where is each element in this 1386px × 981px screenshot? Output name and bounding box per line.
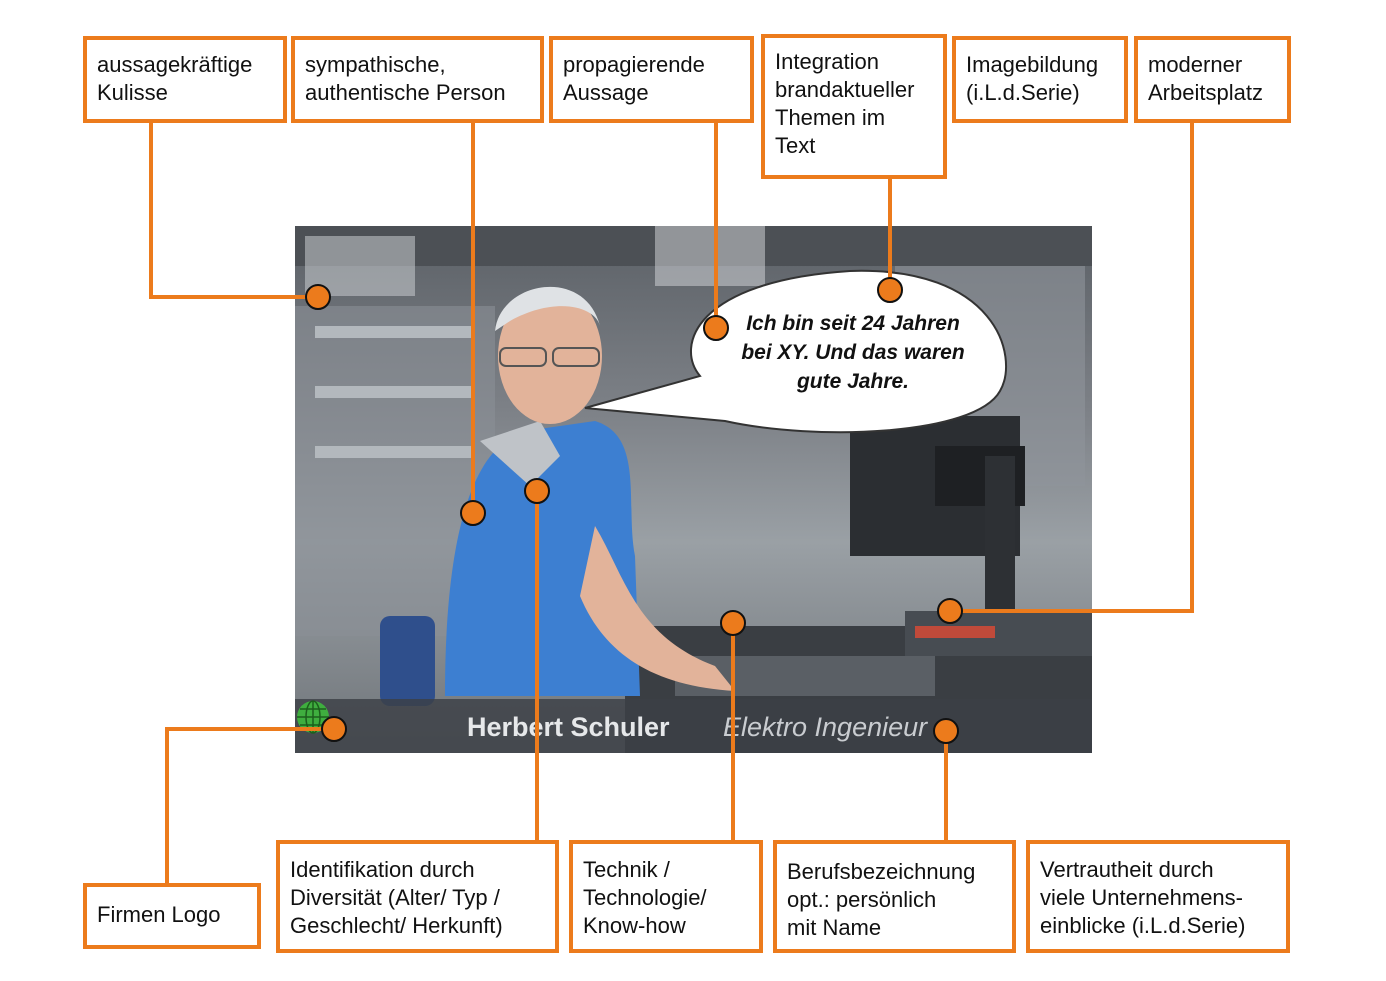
label-vertrautheit: Vertrautheit durch viele Unternehmens- e… (1026, 840, 1290, 953)
label-aussage: propagierende Aussage (549, 36, 754, 123)
marker-integration (877, 277, 903, 303)
label-integration: Integration brandaktueller Themen im Tex… (761, 34, 947, 179)
label-technik: Technik / Technologie/ Know-how (569, 840, 763, 953)
label-kulisse: aussagekräftige Kulisse (83, 36, 287, 123)
marker-beruf (933, 718, 959, 744)
connector-kulisse (149, 120, 318, 299)
label-identifikation: Identifikation durch Diversität (Alter/ … (276, 840, 559, 953)
marker-aussage (703, 315, 729, 341)
label-imagebildung: Imagebildung (i.L.d.Serie) (952, 36, 1128, 123)
marker-technik (720, 610, 746, 636)
marker-arbeitsplatz (937, 598, 963, 624)
label-beruf: Berufsbezeichnung opt.: persönlich mit N… (773, 840, 1016, 953)
speech-bubble-text: Ich bin seit 24 Jahren bei XY. Und das w… (741, 312, 965, 393)
label-arbeitsplatz: moderner Arbeitsplatz (1134, 36, 1291, 123)
person-name: Herbert Schuler (467, 712, 670, 742)
employee-photo: Herbert Schuler Elektro Ingenieur (295, 226, 1092, 753)
connector-logo (165, 727, 334, 886)
caption-bar: Herbert Schuler Elektro Ingenieur (295, 699, 1092, 753)
marker-kulisse (305, 284, 331, 310)
connector-arbeitsplatz (950, 120, 1194, 613)
marker-person (460, 500, 486, 526)
job-title: Elektro Ingenieur (723, 712, 928, 742)
marker-identifikation (524, 478, 550, 504)
marker-logo (321, 716, 347, 742)
label-logo: Firmen Logo (83, 883, 261, 949)
photo-scene (295, 226, 1092, 753)
label-person: sympathische, authentische Person (291, 36, 544, 123)
